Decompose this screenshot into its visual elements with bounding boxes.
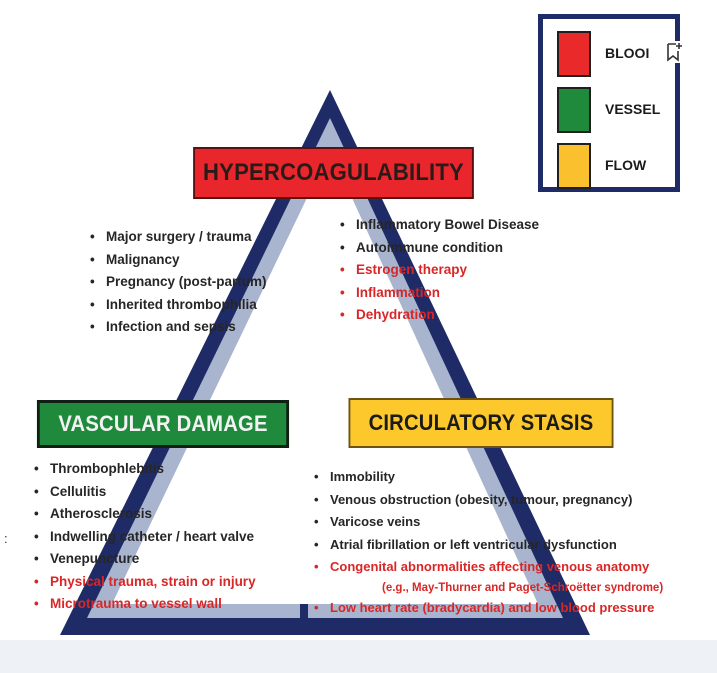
list-item: Low heart rate (bradycardia) and low blo… bbox=[312, 597, 663, 620]
list-item: Varicose veins bbox=[312, 511, 663, 534]
list-item: Microtrauma to vessel wall bbox=[32, 593, 256, 616]
virchow-triad-diagram: BLOOI VESSEL FLOW HYPERCOAGULABILITY Maj… bbox=[0, 0, 717, 640]
legend-label-flow: FLOW bbox=[605, 157, 647, 173]
hypercoagulability-title: HYPERCOAGULABILITY bbox=[193, 147, 474, 199]
list-item: Pregnancy (post-partum) bbox=[88, 271, 267, 294]
list-item: Congenital abnormalities affecting venou… bbox=[312, 556, 663, 579]
list-item: Malignancy bbox=[88, 249, 267, 272]
legend-label-vessel: VESSEL bbox=[605, 101, 661, 117]
list-item: Autoimmune condition bbox=[338, 237, 539, 260]
circulatory-stasis-list: Immobility Venous obstruction (obesity, … bbox=[312, 466, 663, 619]
legend-box: BLOOI VESSEL FLOW bbox=[538, 14, 685, 192]
legend-swatch-flow bbox=[557, 143, 591, 189]
list-item: Indwelling catheter / heart valve bbox=[32, 526, 256, 549]
list-item: Venepuncture bbox=[32, 548, 256, 571]
bookmark-add-icon[interactable] bbox=[665, 41, 685, 63]
list-item: Venous obstruction (obesity, tumour, pre… bbox=[312, 489, 663, 512]
list-item: Inherited thrombophilia bbox=[88, 294, 267, 317]
list-item: Inflammatory Bowel Disease bbox=[338, 214, 539, 237]
list-item: Physical trauma, strain or injury bbox=[32, 571, 256, 594]
list-item: Thrombophlebitis bbox=[32, 458, 256, 481]
legend-swatch-vessel bbox=[557, 87, 591, 133]
list-item: Inflammation bbox=[338, 282, 539, 305]
list-item: Major surgery / trauma bbox=[88, 226, 267, 249]
legend-swatch-blood bbox=[557, 31, 591, 77]
hypercoagulability-right-list: Inflammatory Bowel Disease Autoimmune co… bbox=[338, 214, 539, 327]
list-item: Atherosclerosis bbox=[32, 503, 256, 526]
list-item: Atrial fibrillation or left ventricular … bbox=[312, 534, 663, 557]
triangle-bottom-divider bbox=[300, 604, 308, 630]
list-item: Immobility bbox=[312, 466, 663, 489]
list-item: Estrogen therapy bbox=[338, 259, 539, 282]
vascular-damage-list: Thrombophlebitis Cellulitis Atherosclero… bbox=[32, 458, 256, 616]
list-item-note: (e.g., May-Thurner and Paget-Schroëtter … bbox=[382, 581, 664, 594]
list-item: Dehydration bbox=[338, 304, 539, 327]
legend-label-blood: BLOOI bbox=[605, 45, 650, 61]
vascular-damage-title: VASCULAR DAMAGE bbox=[36, 400, 290, 448]
hypercoagulability-left-list: Major surgery / trauma Malignancy Pregna… bbox=[88, 226, 267, 339]
circulatory-stasis-title: CIRCULATORY STASIS bbox=[348, 398, 614, 448]
edge-mark: : bbox=[4, 531, 8, 546]
list-item: Infection and sepsis bbox=[88, 316, 267, 339]
list-item: Cellulitis bbox=[32, 481, 256, 504]
